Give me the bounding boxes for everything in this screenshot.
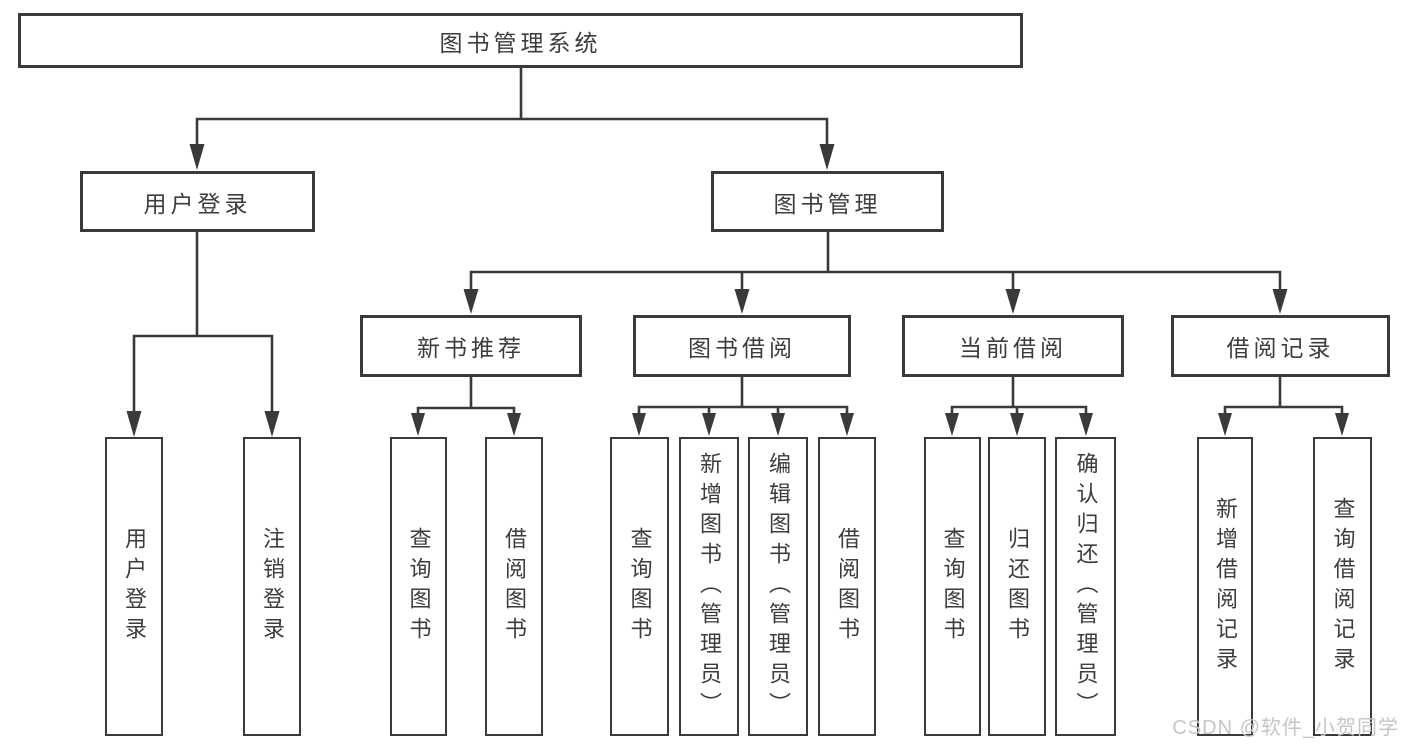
leaf-label: 查询图书 xyxy=(940,526,966,647)
node-book-borrowing: 图书借阅 xyxy=(633,315,851,377)
node-user-login: 用户登录 xyxy=(80,171,315,232)
edge-bookborrow-to-leaves xyxy=(637,377,849,420)
leaf-label: 查询借阅记录 xyxy=(1330,496,1356,677)
edge-newbooks-to-leaves xyxy=(416,377,516,420)
leaf-label: 注销登录 xyxy=(260,526,285,647)
leaf-label: 归还图书 xyxy=(1005,526,1030,647)
leaf-query-books-current: 查询图书 xyxy=(924,437,981,736)
arrowhead xyxy=(1005,289,1021,314)
leaf-user-login: 用户登录 xyxy=(105,437,163,736)
edge-root-to-level2 xyxy=(195,68,829,150)
leaf-query-borrow-record: 查询借阅记录 xyxy=(1313,437,1372,736)
watermark: CSDN @软件_小贺同学 xyxy=(1172,717,1399,739)
leaf-query-books-borrowing: 查询图书 xyxy=(610,437,669,736)
leaf-label: 编辑图书（管理员） xyxy=(766,451,791,722)
leaf-label: 新增借阅记录 xyxy=(1213,496,1238,677)
arrowhead xyxy=(189,144,205,170)
leaf-borrow-books-newbooks: 借阅图书 xyxy=(485,437,543,736)
node-root: 图书管理系统 xyxy=(18,13,1023,68)
leaf-return-books: 归还图书 xyxy=(988,437,1046,736)
leaf-query-books-newbooks: 查询图书 xyxy=(390,437,447,736)
arrowhead xyxy=(734,289,750,314)
node-borrowing-records: 借阅记录 xyxy=(1171,315,1390,377)
leaf-label: 用户登录 xyxy=(122,526,147,647)
leaf-label: 新增图书（管理员） xyxy=(697,451,722,722)
arrowhead xyxy=(771,413,785,436)
leaf-confirm-return-admin: 确认归还（管理员） xyxy=(1055,437,1116,736)
edge-bookmgmt-to-level3 xyxy=(469,232,1282,295)
arrowhead xyxy=(1218,413,1232,436)
arrowhead xyxy=(1079,413,1093,436)
node-new-book-recommend: 新书推荐 xyxy=(360,315,582,377)
arrowhead xyxy=(507,413,521,436)
edge-borrowrecords-to-leaves xyxy=(1223,377,1344,420)
arrowhead xyxy=(1272,289,1288,314)
leaf-borrow-books-borrowing: 借阅图书 xyxy=(818,437,876,736)
edge-userlogin-to-leaves xyxy=(132,232,274,418)
node-current-borrowing: 当前借阅 xyxy=(902,315,1124,377)
arrowhead xyxy=(1010,413,1024,436)
leaf-label: 借阅图书 xyxy=(502,526,527,647)
leaf-add-book-admin: 新增图书（管理员） xyxy=(679,437,739,736)
arrowhead xyxy=(264,411,280,437)
node-book-management: 图书管理 xyxy=(711,171,944,232)
leaf-edit-book-admin: 编辑图书（管理员） xyxy=(748,437,808,736)
leaf-label: 确认归还（管理员） xyxy=(1073,451,1099,722)
arrowhead xyxy=(411,413,425,436)
arrowhead xyxy=(702,413,716,436)
arrowhead xyxy=(632,413,646,436)
leaf-label: 借阅图书 xyxy=(835,526,860,647)
arrowhead xyxy=(463,289,479,314)
arrowhead xyxy=(1335,413,1349,436)
leaf-label: 查询图书 xyxy=(406,526,432,647)
leaf-label: 查询图书 xyxy=(627,526,653,647)
leaf-add-borrow-record: 新增借阅记录 xyxy=(1197,437,1253,736)
arrowhead xyxy=(945,413,959,436)
arrowheads xyxy=(126,144,1349,437)
arrowhead xyxy=(819,144,835,170)
arrowhead xyxy=(126,411,142,437)
arrowhead xyxy=(840,413,854,436)
leaf-logout: 注销登录 xyxy=(243,437,301,736)
